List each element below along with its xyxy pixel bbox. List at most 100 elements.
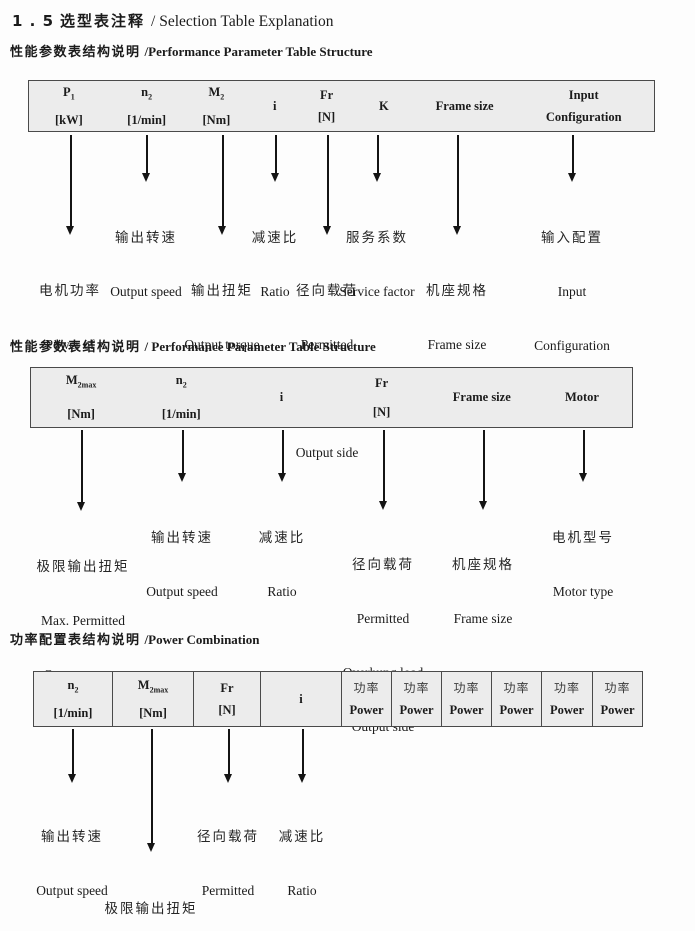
- col-n2-subscript: 2: [148, 92, 153, 102]
- col-i: i: [248, 81, 301, 131]
- page-title-zh: 选型表注释: [60, 12, 146, 30]
- col-n2-2: n2 [1/min]: [131, 368, 231, 427]
- down-arrow-fr: [323, 135, 330, 235]
- section-number: 1 . 5: [12, 12, 55, 30]
- col-power-6: 功率 Power: [600, 681, 635, 717]
- down-arrow-m2: [218, 135, 225, 235]
- label-input-configuration: 输入配置 Input Configuration: [534, 230, 610, 353]
- col-m2max-3-unit: [Nm]: [139, 705, 167, 720]
- col-fr-3-symbol: Fr: [220, 681, 234, 695]
- down-arrow-frame-size-2: [479, 430, 486, 510]
- col-fr-2: Fr [N]: [332, 368, 432, 427]
- section2-heading: 性能参数表结构说明/ Performance Parameter Table S…: [10, 336, 376, 355]
- col-n2-2-subscript: 2: [182, 380, 187, 390]
- col-m2max-3-symbol: M: [137, 678, 150, 693]
- col-fr-2-symbol: Fr: [375, 375, 389, 390]
- col-n2-3-subscript: 2: [74, 685, 79, 695]
- label-output-torque: 输出扭矩 Output torque: [184, 283, 260, 352]
- down-arrow-k: [373, 135, 380, 182]
- section1-heading-en: /Performance Parameter Table Structure: [144, 44, 373, 59]
- label-output-speed-3: 输出转速 Output speed: [36, 829, 108, 898]
- col-p1-symbol: P: [63, 85, 71, 100]
- label-max-output-torque-3: 极限输出扭矩 Max. Permitted Output torque: [104, 901, 198, 917]
- label-ratio-3: 减速比 Ratio: [278, 829, 326, 898]
- col-n2: n2 [1/min]: [109, 81, 185, 131]
- col-k: K: [352, 81, 416, 131]
- label-motor-type: 电机型号 Motor type: [552, 530, 614, 599]
- label-output-speed-1: 输出转速 Output speed: [110, 230, 182, 299]
- col-m2max-3-subscript: 2max: [149, 685, 169, 695]
- col-frame-size-label: Frame size: [435, 99, 494, 113]
- col-motor-label: Motor: [564, 390, 599, 404]
- col-p1-unit: [kW]: [54, 112, 83, 127]
- col-fr: Fr [N]: [301, 81, 352, 131]
- label-frame-size-2: 机座规格 Frame size: [452, 557, 514, 626]
- col-frame-size-2: Frame size: [432, 368, 532, 427]
- col-input-line2: Configuration: [545, 110, 622, 124]
- col-fr-2-unit: [N]: [372, 404, 391, 419]
- page-title-en: / Selection Table Explanation: [151, 13, 334, 30]
- page-title: 1 . 5 选型表注释 / Selection Table Explanation: [12, 10, 333, 31]
- col-n2-unit: [1/min]: [127, 112, 167, 127]
- down-arrow-m2max-3: [147, 729, 154, 852]
- label-ratio-1: 减速比 Ratio: [251, 230, 299, 299]
- label-service-factor: 服务系数 Service factor: [339, 230, 415, 299]
- down-arrow-i: [271, 135, 278, 182]
- col-input-configuration: Input Configuration: [513, 81, 654, 131]
- col-frame-size-2-label: Frame size: [452, 390, 511, 404]
- col-m2max-subscript: 2max: [77, 380, 97, 390]
- col-power-2: 功率 Power: [392, 672, 442, 726]
- col-m2-symbol: M: [208, 85, 221, 100]
- section1-heading: 性能参数表结构说明/Performance Parameter Table St…: [10, 41, 373, 60]
- col-fr-unit: [N]: [317, 110, 336, 124]
- down-arrow-motor: [579, 430, 586, 482]
- section1-heading-zh: 性能参数表结构说明: [10, 45, 141, 60]
- performance-table-1: P1 [kW] n2 [1/min] M2 [Nm] i Fr [N] K Fr…: [28, 80, 655, 132]
- col-m2-unit: [Nm]: [202, 112, 231, 127]
- col-input-line1: Input: [568, 88, 599, 102]
- down-arrow-n2-2: [178, 430, 185, 482]
- col-p1-subscript: 1: [70, 92, 75, 102]
- col-power-1: 功率 Power: [342, 672, 392, 726]
- section3-heading-en: /Power Combination: [144, 632, 260, 647]
- col-n2-2-symbol: n: [175, 373, 183, 388]
- down-arrow-n2: [142, 135, 149, 182]
- col-frame-size: Frame size: [416, 81, 514, 131]
- col-m2max-symbol: M: [65, 373, 78, 388]
- col-i-3: i: [261, 672, 342, 726]
- down-arrow-m2max: [77, 430, 84, 511]
- section3-heading-zh: 功率配置表结构说明: [10, 633, 141, 648]
- down-arrow-fr-3: [224, 729, 231, 783]
- power-combination-table: n2 [1/min] M2max [Nm] Fr [N] i 功率 Power …: [33, 671, 643, 727]
- col-power-4: 功率 Power: [492, 672, 542, 726]
- col-i-2-symbol: i: [279, 390, 284, 404]
- down-arrow-frame-size: [453, 135, 460, 235]
- down-arrow-n2-3: [68, 729, 75, 783]
- col-m2max: M2max [Nm]: [31, 368, 131, 427]
- col-m2-subscript: 2: [220, 92, 225, 102]
- col-n2-2-unit: [1/min]: [161, 406, 201, 421]
- down-arrow-p1: [66, 135, 73, 235]
- col-i-2: i: [231, 368, 331, 427]
- col-power-5: 功率 Power: [542, 672, 593, 726]
- col-fr-3-unit: [N]: [218, 703, 236, 717]
- down-arrow-fr-2: [379, 430, 386, 510]
- down-arrow-i-3: [298, 729, 305, 783]
- col-m2max-unit: [Nm]: [67, 406, 95, 421]
- col-fr-symbol: Fr: [319, 88, 334, 102]
- col-m2: M2 [Nm]: [185, 81, 249, 131]
- label-overhung-load-3: 径向载荷 Permitted Overhung load Output side: [197, 829, 259, 898]
- label-frame-size-1: 机座规格 Frame size: [426, 283, 488, 352]
- col-n2-3-unit: [1/min]: [53, 705, 93, 720]
- section3-heading: 功率配置表结构说明/Power Combination: [10, 629, 259, 648]
- col-p1: P1 [kW]: [29, 81, 109, 131]
- section2-heading-en: / Performance Parameter Table Structure: [144, 339, 376, 354]
- col-fr-3: Fr [N]: [194, 672, 261, 726]
- col-i-3-symbol: i: [299, 692, 303, 706]
- col-m2max-3: M2max [Nm]: [113, 672, 194, 726]
- down-arrow-i-2: [278, 430, 285, 482]
- section2-heading-zh: 性能参数表结构说明: [10, 340, 141, 355]
- col-n2-3: n2 [1/min]: [34, 672, 113, 726]
- label-ratio-2: 减速比 Ratio: [258, 530, 306, 599]
